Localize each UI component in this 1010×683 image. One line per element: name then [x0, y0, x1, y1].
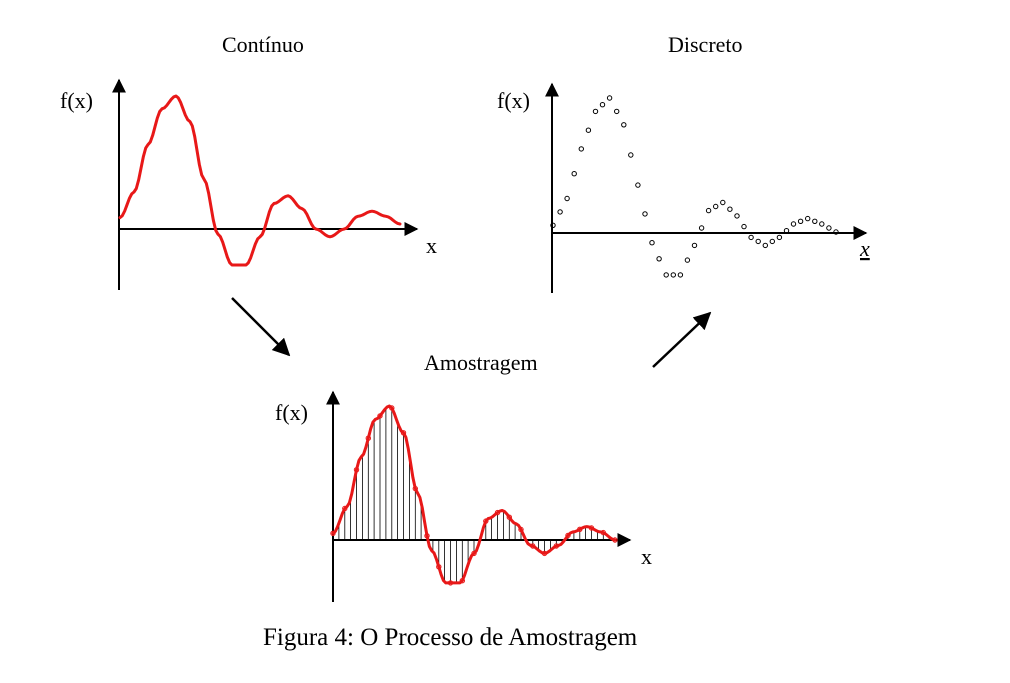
sampling-panel: Amostragem f(x) x [275, 350, 652, 602]
discrete-sample-point [677, 272, 684, 278]
sample-point [494, 509, 501, 516]
discrete-sample-point [663, 272, 669, 278]
discrete-sample-point [833, 229, 839, 235]
sampling-x-label: x [641, 544, 652, 569]
sampling-y-label: f(x) [275, 400, 308, 425]
discrete-sample-point [635, 182, 641, 188]
continuous-title: Contínuo [222, 32, 304, 57]
sample-point [424, 533, 430, 539]
sample-point [612, 537, 618, 543]
discrete-sample-point [769, 238, 775, 245]
sample-point [577, 526, 583, 532]
discrete-samples [550, 95, 839, 278]
discrete-sample-point [755, 238, 761, 245]
sample-point [483, 518, 489, 524]
discrete-sample-point [642, 211, 648, 217]
discrete-sample-point [656, 256, 662, 262]
sample-point [541, 550, 548, 557]
discrete-sample-point [826, 225, 832, 231]
continuous-signal-curve [118, 94, 402, 267]
continuous-y-label: f(x) [60, 88, 93, 113]
discrete-sample-point [599, 102, 606, 108]
sample-point [389, 405, 395, 411]
discrete-title: Discreto [668, 32, 743, 57]
discrete-panel: Discreto f(x) x [497, 32, 870, 293]
sample-point [365, 435, 371, 441]
sample-point [436, 564, 442, 570]
sample-point [459, 578, 465, 584]
sample-point [471, 550, 477, 557]
discrete-sample-point [585, 127, 592, 133]
discrete-sample-point [713, 203, 719, 210]
sample-point [330, 530, 336, 536]
discrete-sample-point [783, 228, 790, 234]
discrete-sample-point [670, 272, 676, 278]
figure-caption: Figura 4: O Processo de Amostragem [263, 624, 638, 651]
discrete-sample-point [550, 222, 556, 229]
sampling-title: Amostragem [424, 350, 538, 375]
discrete-sample-point [819, 221, 825, 227]
discrete-sample-point [776, 234, 783, 241]
discrete-sample-point [564, 195, 570, 202]
sample-point [506, 514, 512, 520]
discrete-sample-point [571, 171, 577, 177]
discrete-sample-point [557, 209, 563, 215]
discrete-sample-point [720, 199, 726, 206]
discrete-sample-point [812, 218, 818, 225]
discrete-sample-point [606, 95, 613, 101]
discrete-sample-point [797, 218, 804, 225]
discrete-sample-point [805, 215, 811, 222]
sample-points [330, 405, 618, 586]
discrete-sample-point [748, 234, 754, 241]
continuous-x-label: x [426, 233, 437, 258]
sample-stems [332, 408, 610, 583]
discrete-y-label: f(x) [497, 88, 530, 113]
discrete-sample-point [691, 242, 698, 249]
discrete-x-label: x [859, 236, 870, 261]
sample-point [588, 525, 595, 531]
continuous-panel: Contínuo f(x) x [60, 32, 437, 290]
discrete-sample-point [592, 108, 599, 115]
sample-point [342, 505, 348, 512]
discrete-sample-point [621, 122, 627, 128]
discrete-sample-point [741, 223, 747, 230]
discrete-sample-point [628, 152, 634, 158]
sample-point [353, 467, 360, 473]
sampling-signal-curve [331, 404, 617, 585]
discrete-sample-point [790, 221, 797, 227]
discrete-sample-point [578, 146, 584, 152]
discrete-sample-point [727, 206, 733, 212]
discrete-sample-point [684, 257, 691, 263]
discrete-sample-point [734, 213, 740, 219]
discrete-sample-point [698, 225, 705, 231]
discrete-sample-point [762, 242, 768, 249]
sample-point [447, 580, 454, 586]
sample-point [600, 529, 606, 536]
sample-point [530, 543, 536, 549]
sample-point [553, 543, 559, 549]
sample-point [400, 430, 407, 436]
sample-point [412, 485, 418, 492]
discrete-sample-point [614, 108, 620, 115]
sample-point [565, 532, 571, 539]
discrete-sample-point [649, 240, 655, 246]
arrow-sampling-to-discrete [652, 311, 712, 368]
discrete-sample-point [705, 207, 712, 214]
sample-point [518, 526, 524, 533]
sample-point [377, 413, 383, 419]
arrow-continuous-to-sampling [231, 297, 291, 357]
